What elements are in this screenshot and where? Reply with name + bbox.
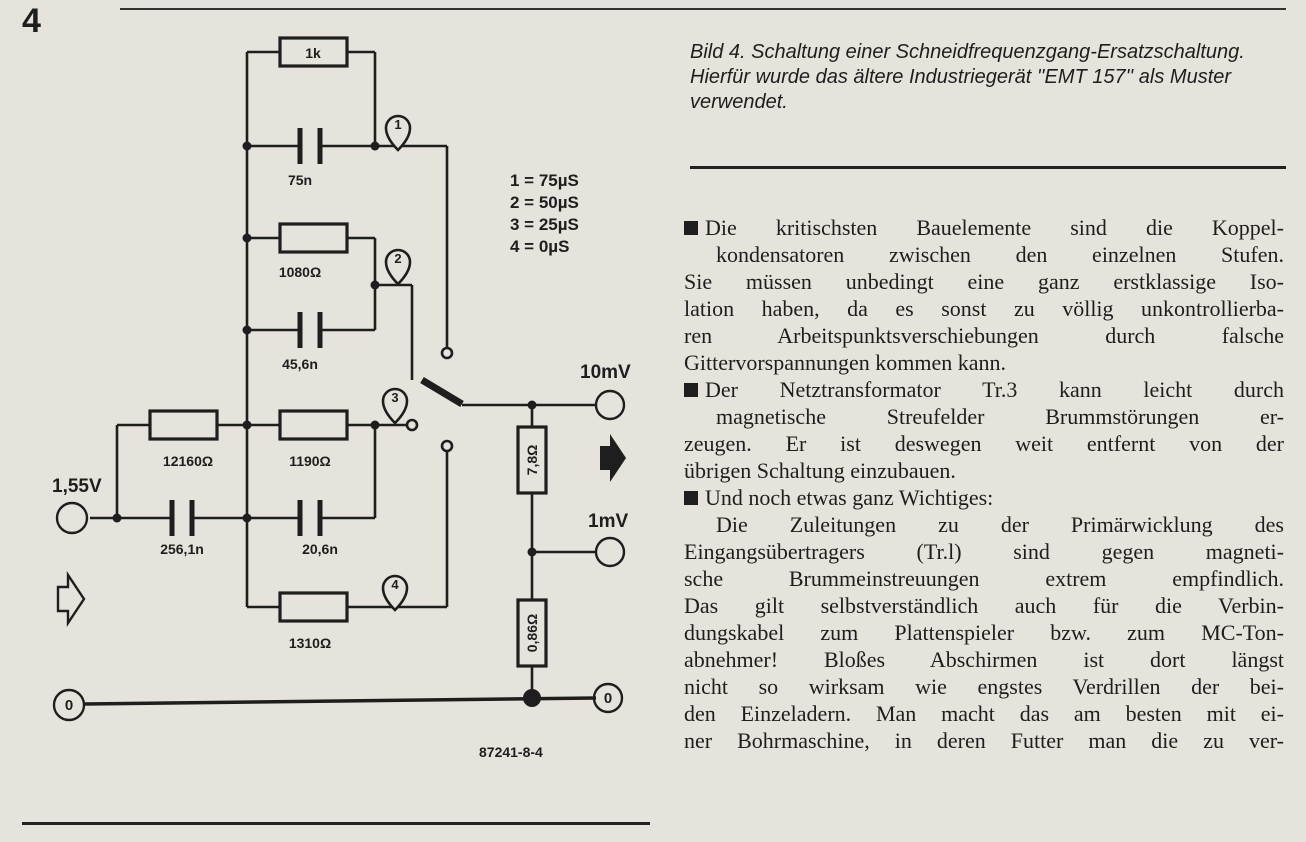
para2-line2: magnetische Streufelder Brummstörungen e… xyxy=(716,404,1284,429)
r-1310-label: 1310Ω xyxy=(289,635,331,651)
para1-line5: ren Arbeitspunktsverschiebungen durch fa… xyxy=(684,323,1284,348)
bottom-rule xyxy=(22,822,650,825)
r-1190-label: 1190Ω xyxy=(289,453,331,469)
para4-line1: Die Zuleitungen zu der Primärwicklung de… xyxy=(716,512,1284,537)
figure-number: 4 xyxy=(22,2,41,40)
para4-line7: nicht so wirksam wie engstes Verdrillen … xyxy=(684,674,1284,699)
para3-line1: Und noch etwas ganz Wichtiges: xyxy=(684,484,1284,511)
input-voltage-label: 1,55V xyxy=(52,476,102,497)
c-75n-label: 75n xyxy=(288,172,312,188)
para1-line4: lation haben, da es sonst zu völlig unko… xyxy=(684,296,1284,321)
r-1k-label: 1k xyxy=(305,45,321,61)
c-256n-label: 256,1n xyxy=(160,541,204,557)
input-arrow-icon xyxy=(56,571,86,627)
para4-line9: ner Bohrmaschine, in deren Futter man di… xyxy=(684,728,1284,753)
legend-line-2: 2 = 50µS xyxy=(510,193,579,212)
switch-marker-2 xyxy=(384,248,412,286)
para4-line2: Eingangsübertragers (Tr.l) sind gegen ma… xyxy=(684,539,1284,564)
para4-line5: dungskabel zum Plattenspieler bzw. zum M… xyxy=(684,620,1284,645)
top-rule xyxy=(120,8,1286,10)
r-7-8-label: 7,8Ω xyxy=(524,445,540,476)
para2-line1: Der Netztransformator Tr.3 kann leicht d… xyxy=(684,376,1284,403)
bullet-square-icon xyxy=(684,221,698,235)
para4-line4: Das gilt selbstverständlich auch für die… xyxy=(684,593,1284,618)
para1-line2: kondensatoren zwischen den einzelnen Stu… xyxy=(716,242,1284,267)
output-1mv-label: 1mV xyxy=(588,511,628,532)
output-10mv-label: 10mV xyxy=(580,362,631,383)
r-1080-label: 1080Ω xyxy=(279,264,321,280)
marker-3-text: 3 xyxy=(391,390,398,405)
marker-2-text: 2 xyxy=(394,251,401,266)
para4-line3: sche Brummeinstreuungen extrem empfindli… xyxy=(684,566,1284,591)
para1-line1: Die kritischsten Bauelemente sind die Ko… xyxy=(684,214,1284,241)
switch-marker-3 xyxy=(381,387,409,425)
ground-right-label: 0 xyxy=(604,690,612,707)
circuit-schematic: 1k 75n 1080Ω 45,6n 1190Ω 20,6n 1310Ω 121… xyxy=(52,36,631,760)
r-12160-label: 12160Ω xyxy=(163,453,213,469)
article-text: Die kritischsten Bauelemente sind die Ko… xyxy=(684,214,1284,754)
para1-line6: Gittervorspannungen kommen kann. xyxy=(684,350,1006,375)
switch-marker-4 xyxy=(381,574,409,612)
drawing-code: 87241-8-4 xyxy=(479,744,543,760)
para2-line3: zeugen. Er ist deswegen weit entfernt vo… xyxy=(684,431,1284,456)
para4-line8: den Einzeladern. Man macht das am besten… xyxy=(684,701,1284,726)
caption-rule xyxy=(690,166,1286,169)
ground-left-label: 0 xyxy=(65,697,73,714)
c-45n-label: 45,6n xyxy=(282,356,318,372)
bullet-square-icon xyxy=(684,383,698,397)
c-20n-label: 20,6n xyxy=(302,541,338,557)
figure-caption: Bild 4. Schaltung einer Schneidfrequenzg… xyxy=(690,41,1245,113)
output-arrow-icon xyxy=(600,434,626,482)
marker-4-text: 4 xyxy=(391,577,399,592)
para2-line4: übrigen Schaltung einzubauen. xyxy=(684,458,956,483)
para1-line3: Sie müssen unbedingt eine ganz erstklass… xyxy=(684,269,1284,294)
legend-line-1: 1 = 75µS xyxy=(510,171,579,190)
switch-marker-1 xyxy=(384,114,412,152)
marker-1-text: 1 xyxy=(394,117,401,132)
legend-line-4: 4 = 0µS xyxy=(510,237,569,256)
para4-line6: abnehmer! Bloßes Abschirmen ist dort län… xyxy=(684,647,1284,672)
r-0-86-label: 0,86Ω xyxy=(524,614,540,652)
bullet-square-icon xyxy=(684,491,698,505)
legend-line-3: 3 = 25µS xyxy=(510,215,579,234)
